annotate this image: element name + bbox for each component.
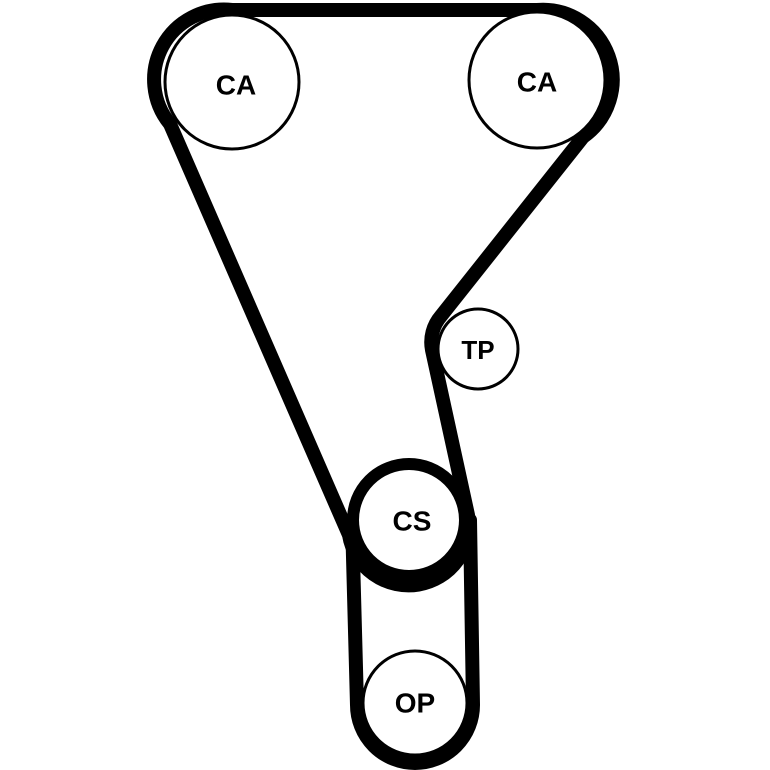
timing-belt (147, 2, 620, 593)
oil-pump-belt (345, 513, 480, 770)
pulley-camshaft-right: CA (467, 10, 607, 150)
camshaft-right-label: CA (517, 67, 557, 98)
pulley-tensioner: TP (436, 307, 520, 391)
oil-pump-label: OP (395, 688, 435, 719)
pulley-crankshaft: CS (347, 458, 471, 582)
crankshaft-circle (347, 458, 471, 582)
tensioner-circle (436, 307, 520, 391)
oil-pump-circle (361, 649, 469, 757)
camshaft-left-label: CA (216, 70, 256, 101)
crankshaft-label: CS (393, 506, 432, 537)
pulley-camshaft-left: CA (163, 13, 301, 151)
camshaft-right-circle (467, 10, 607, 150)
pulley-oil-pump: OP (361, 649, 469, 757)
tensioner-label: TP (461, 335, 494, 365)
camshaft-left-circle (163, 13, 301, 151)
